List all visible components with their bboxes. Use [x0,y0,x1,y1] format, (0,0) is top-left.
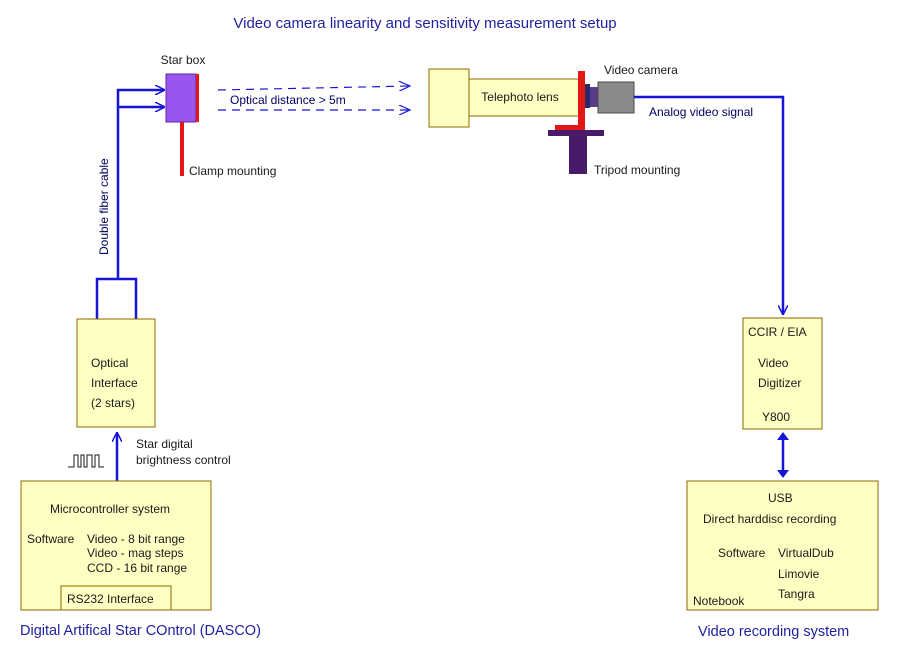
tripod-column [569,136,587,174]
software-virtualdub: VirtualDub [778,546,834,560]
optical-interface-line1: Optical [91,356,128,370]
star-box [165,73,197,123]
video-digitizer-box [742,317,823,430]
mc-software-label: Software [27,532,75,546]
fiber-cable-upper [116,90,164,279]
usb-arrow-down [777,470,789,478]
tripod-head [548,130,604,136]
direct-recording-label: Direct harddisc recording [703,512,836,526]
analog-video-signal-label: Analog video signal [649,105,753,119]
dasco-caption: Digital Artifical Star COntrol (DASCO) [20,623,261,639]
telephoto-lens-label: Telephoto lens [481,90,558,104]
digitizer-line3: Digitizer [758,376,801,390]
rs232-label: RS232 Interface [67,592,154,606]
recording-system-box [686,480,879,611]
lens-mount-plate [578,71,585,133]
optical-interface-box [76,318,156,428]
star-box-flange [196,74,199,122]
double-fiber-cable-label: Double fiber cable [97,158,111,255]
optical-interface-line3: (2 stars) [91,396,135,410]
camera-adapter [590,87,598,107]
diagram-title: Video camera linearity and sensitivity m… [233,15,616,32]
analog-video-cable [634,95,783,314]
video-camera [597,81,635,114]
square-wave-icon [68,454,104,468]
digitizer-line1: CCIR / EIA [748,325,807,339]
usb-label: USB [768,491,793,505]
rec-software-label: Software [718,546,766,560]
optical-interface-line2: Interface [91,376,138,390]
star-digital-label-line1: Star digital [136,437,193,451]
mc-row1: Video - 8 bit range [87,532,185,546]
usb-arrow-up [777,432,789,440]
clamp-mounting-label: Clamp mounting [189,164,276,178]
software-tangra: Tangra [778,587,815,601]
tripod-bracket [555,125,585,130]
clamp-mount [180,122,184,176]
software-limovie: Limovie [778,567,820,581]
camera-adapter-dark [585,84,590,108]
fiber-cable-split [95,277,138,319]
microcontroller-title: Microcontroller system [50,502,170,516]
digitizer-line4: Y800 [762,410,790,424]
notebook-label: Notebook [693,594,745,608]
video-camera-label: Video camera [604,63,678,77]
optical-beam-upper [217,86,410,90]
mc-row3: CCD - 16 bit range [87,561,187,575]
digitizer-line2: Video [758,356,789,370]
star-box-label: Star box [161,53,206,67]
optical-distance-label: Optical distance > 5m [230,93,346,107]
star-digital-label-line2: brightness control [136,453,231,467]
tripod-mounting-label: Tripod mounting [594,163,680,177]
rs232-box [60,585,172,611]
mc-row2: Video - mag steps [87,546,184,560]
lens-hood [428,68,470,128]
telephoto-lens [468,78,580,117]
video-recording-caption: Video recording system [698,624,849,640]
